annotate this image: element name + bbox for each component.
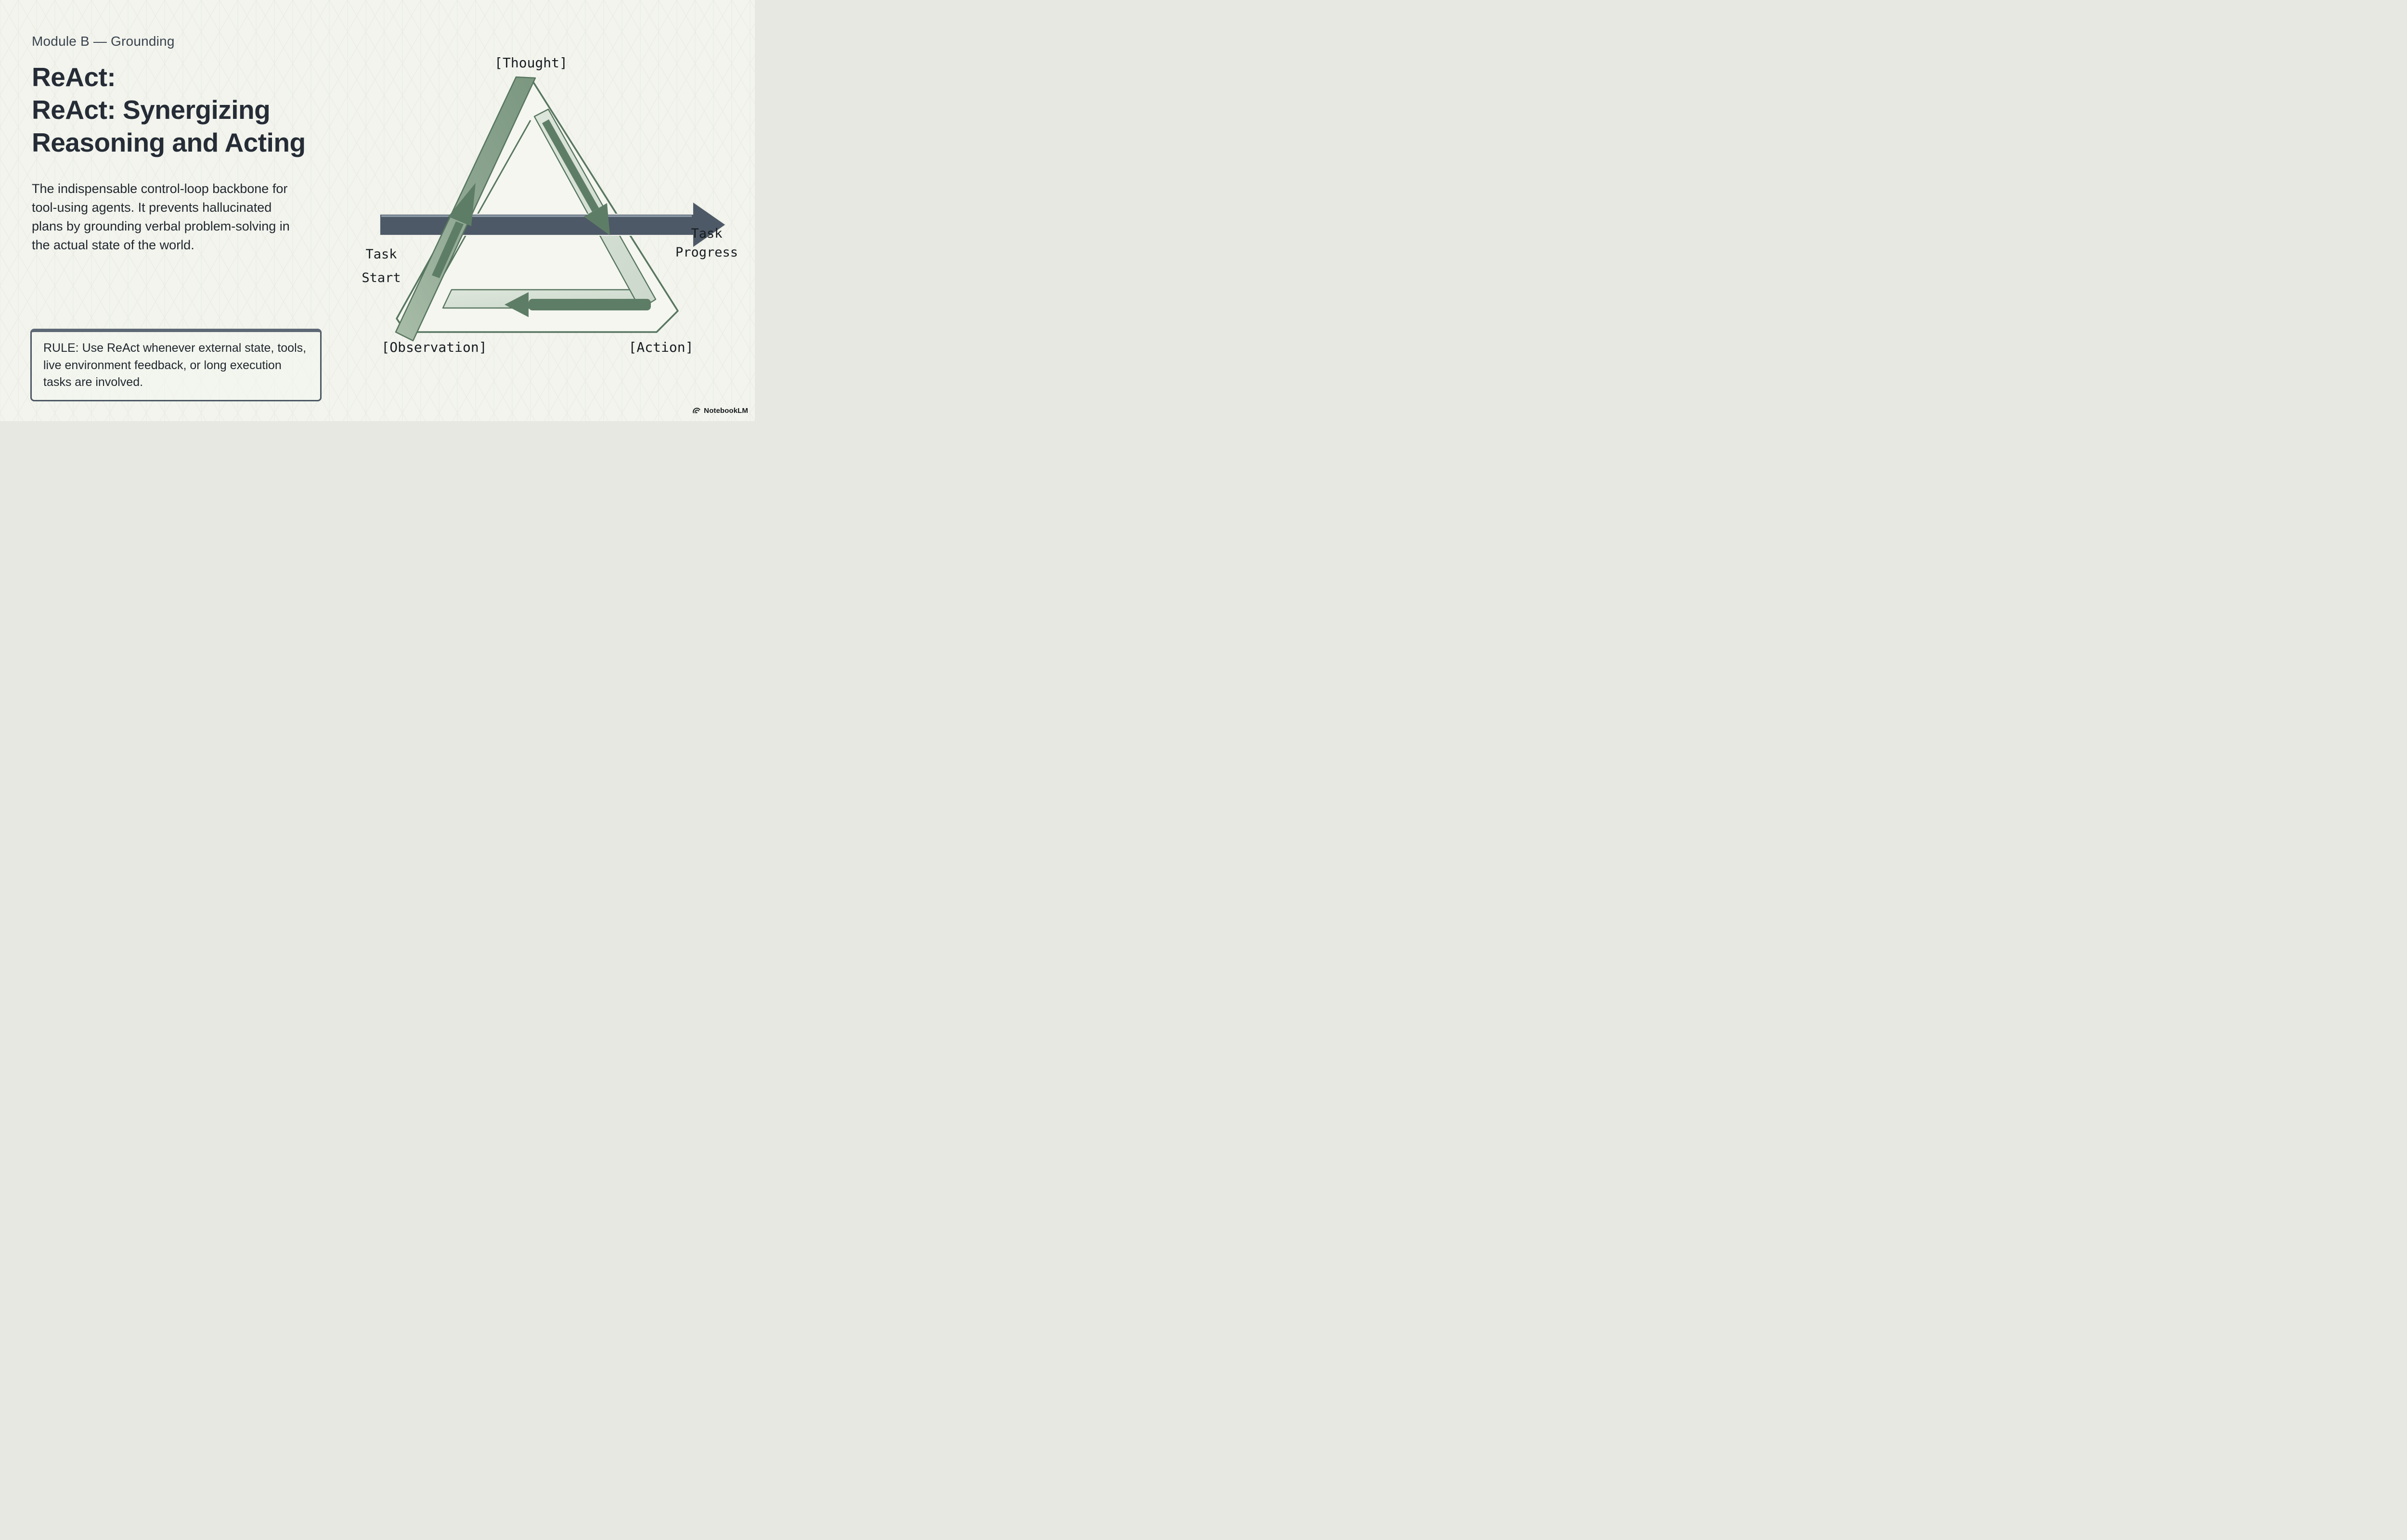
loop-arrow-action-to-observation	[505, 292, 651, 317]
svg-text:Task: Task	[365, 247, 397, 262]
notebooklm-badge: NotebookLM	[692, 406, 748, 415]
module-label: Module B — Grounding	[32, 34, 175, 49]
svg-text:Task: Task	[691, 226, 722, 241]
loop-arrow-observation-to-thought	[432, 183, 476, 278]
svg-text:Progress: Progress	[675, 245, 738, 260]
notebooklm-wordmark: NotebookLM	[704, 407, 748, 415]
slide: [Thought] [Observation] [Action] Task St…	[0, 0, 755, 421]
description-paragraph: The indispensable control-loop backbone …	[32, 181, 290, 252]
text-column: Module B — Grounding ReAct: ReAct: Syner…	[32, 34, 321, 255]
title-line-2: ReAct: Synergizing Reasoning and Acting	[32, 95, 306, 158]
label-action: [Action]	[629, 339, 694, 355]
slide-title: ReAct: ReAct: Synergizing Reasoning and …	[32, 61, 321, 159]
label-observation: [Observation]	[381, 339, 487, 355]
label-task-start: Task Start	[362, 247, 401, 285]
label-task-progress: Task Progress	[675, 226, 738, 260]
rule-callout-box: RULE: Use ReAct whenever external state,…	[30, 329, 322, 401]
task-progress-arrow	[379, 202, 726, 248]
loop-band-observation-to-thought	[395, 76, 536, 342]
react-loop-diagram: [Thought] [Observation] [Action] Task St…	[0, 0, 755, 421]
rule-text: RULE: Use ReAct whenever external state,…	[43, 341, 307, 389]
svg-text:Start: Start	[362, 270, 401, 285]
notebooklm-arcs-icon	[693, 408, 700, 413]
label-thought: [Thought]	[494, 55, 568, 71]
loop-arrow-thought-to-action	[542, 119, 610, 235]
title-line-1: ReAct:	[32, 62, 116, 92]
outer-triangle	[396, 77, 679, 333]
